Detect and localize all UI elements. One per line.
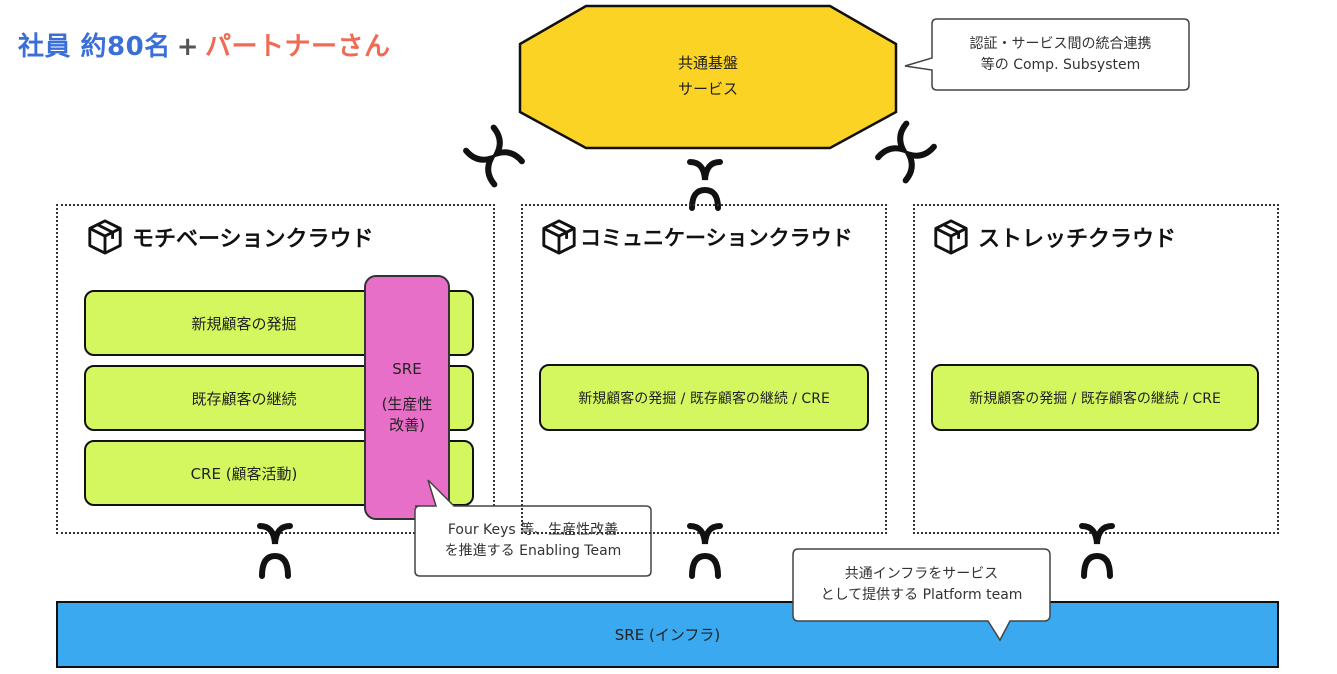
stream-box-label: 新規顧客の発掘 / 既存顧客の継続 / CRE <box>969 390 1221 407</box>
package-icon <box>88 219 122 255</box>
stream-box-label: 新規顧客の発掘 <box>191 314 297 333</box>
xaas-connector-icon <box>875 120 937 184</box>
xaas-connector-icon <box>687 523 723 579</box>
sre-enabling-line3: 改善) <box>389 416 425 434</box>
package-icon <box>934 219 968 255</box>
stream-box: 新規顧客の発掘 / 既存顧客の継続 / CRE <box>539 364 869 431</box>
stream-box-label: 新規顧客の発掘 / 既存顧客の継続 / CRE <box>578 390 830 407</box>
cloud-title-motivation: モチベーションクラウド <box>86 218 374 256</box>
sre-enabling-line2: (生産性 <box>381 395 433 413</box>
enabling-note-line2: を推進する Enabling Team <box>444 543 622 559</box>
platform-octagon <box>518 4 898 150</box>
infra-note-line1: 共通インフラをサービス <box>844 566 999 582</box>
stream-box-label: CRE (顧客活動) <box>190 464 298 483</box>
platform-label: 共通基盤 サービス <box>518 50 898 102</box>
sre-infra-platform: SRE (インフラ) <box>56 601 1279 668</box>
platform-note-line2: 等の Comp. Subsystem <box>980 56 1141 73</box>
sre-enabling-team: SRE (生産性 改善) <box>364 275 450 520</box>
package-icon <box>542 219 576 255</box>
infra-note-line2: として提供する Platform team <box>820 587 1023 603</box>
cloud-title-stretch: ストレッチクラウド <box>932 218 1176 256</box>
platform-note-line1: 認証・サービス間の統合連携 <box>969 35 1152 52</box>
stream-box-label: 既存顧客の継続 <box>191 389 297 408</box>
cloud-title-text: コミュニケーションクラウド <box>580 226 853 250</box>
employees-label: 社員 約80名 <box>18 32 171 62</box>
infra-label: SRE (インフラ) <box>614 626 721 644</box>
page-title: 社員 約80名+パートナーさん <box>18 26 391 63</box>
plus-sign: + <box>176 32 200 62</box>
stream-box: 新規顧客の発掘 / 既存顧客の継続 / CRE <box>931 364 1259 431</box>
xaas-connector-icon <box>1079 523 1115 579</box>
sre-enabling-line1: SRE <box>392 360 422 378</box>
xaas-connector-icon <box>257 523 293 579</box>
partners-label: パートナーさん <box>205 32 391 62</box>
xaas-connector-icon <box>687 159 723 211</box>
platform-label-line2: サービス <box>677 80 738 98</box>
platform-label-line1: 共通基盤 <box>677 54 738 72</box>
enabling-note-line1: Four Keys 等、生産性改善 <box>447 522 619 538</box>
cloud-title-text: モチベーションクラウド <box>132 227 374 252</box>
cloud-title-text: ストレッチクラウド <box>978 227 1177 252</box>
cloud-title-communication: コミュニケーションクラウド <box>540 218 853 256</box>
xaas-connector-icon <box>463 124 525 188</box>
